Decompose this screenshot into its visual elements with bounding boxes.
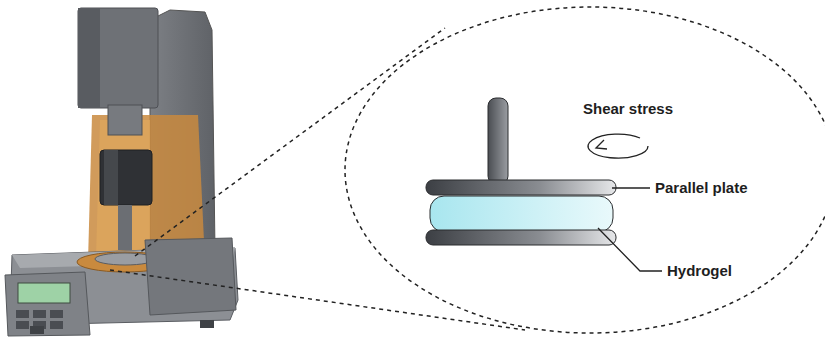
parallel-plate-inset (426, 98, 662, 271)
annotation-label: Shear stress (583, 100, 673, 118)
zoom-callout (110, 7, 825, 333)
part-label: Parallel plate (655, 179, 748, 197)
part-label: Hydrogel (667, 262, 732, 280)
rheometer (5, 8, 238, 336)
